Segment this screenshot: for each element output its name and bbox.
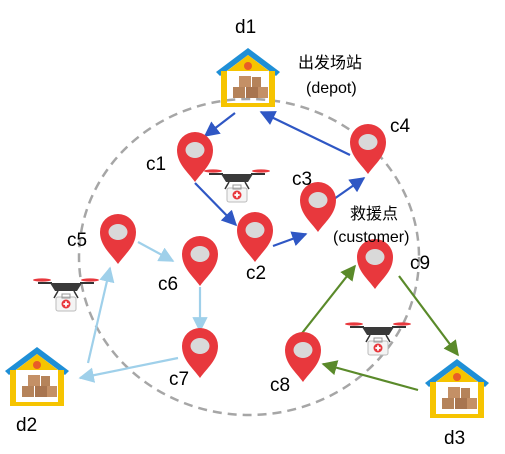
edge-c9-d3 — [398, 275, 459, 357]
warehouse-icon — [5, 347, 69, 406]
customer-label-c2: c2 — [246, 263, 266, 284]
edge-d2-c5 — [86, 266, 115, 364]
edge-c1-c2 — [194, 182, 238, 227]
depot-label-d3: d3 — [444, 428, 465, 449]
location-pin-icon — [350, 124, 386, 174]
customer-annotation-en: (customer) — [333, 229, 409, 246]
edge-d3-c8 — [321, 360, 419, 392]
location-pin-icon — [100, 214, 136, 264]
edge-d1-c1 — [203, 112, 236, 137]
customer-label-c4: c4 — [390, 116, 411, 137]
service-area-circle — [77, 97, 421, 417]
location-pin-icon — [177, 132, 213, 182]
customer-label-c7: c7 — [169, 369, 189, 390]
drone-icon — [344, 321, 412, 356]
depot-label-d2: d2 — [16, 415, 37, 436]
customer-label-c5: c5 — [67, 230, 87, 251]
location-pin-icon — [285, 332, 321, 382]
location-pin-icon — [182, 236, 218, 286]
edge-c8-c9 — [298, 264, 356, 338]
warehouse-icon — [425, 359, 489, 418]
customer-annotation-cn: 救援点 — [350, 205, 398, 223]
depot-annotation-en: (depot) — [306, 80, 357, 97]
customer-label-c9: c9 — [410, 253, 430, 274]
drone-icon — [32, 277, 100, 312]
edge-c3-c4 — [333, 177, 366, 200]
route-d1 — [194, 111, 366, 248]
depot-label-d1: d1 — [235, 17, 256, 38]
location-pin-icon — [237, 212, 273, 262]
customer-label-c1: c1 — [146, 154, 166, 175]
customer-label-c6: c6 — [158, 274, 178, 295]
edge-c2-c3 — [272, 231, 308, 248]
drone-icon — [203, 168, 271, 203]
edge-c5-c6 — [137, 241, 175, 262]
route-d3 — [298, 264, 459, 392]
customer-label-c8: c8 — [270, 375, 290, 396]
edge-c7-d2 — [78, 356, 179, 383]
location-pin-icon — [357, 239, 393, 289]
route-d2 — [78, 241, 208, 383]
customer-label-c3: c3 — [292, 169, 312, 190]
edge-c4-d1 — [259, 111, 351, 156]
depot-annotation-cn: 出发场站 — [298, 54, 362, 72]
